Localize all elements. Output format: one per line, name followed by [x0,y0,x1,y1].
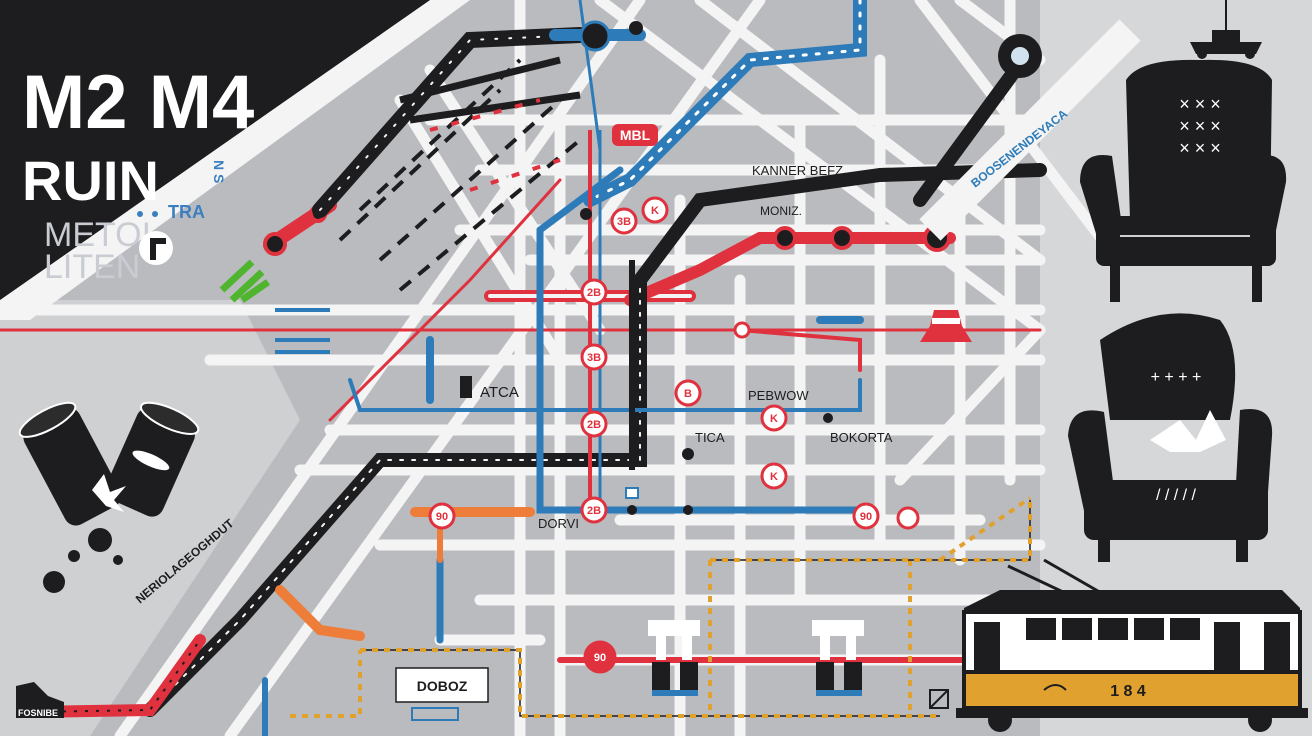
central-trunk [588,130,635,510]
station-badges: 3B K 2B 3B 2B B 2B 90 K K 90 90 [428,196,880,674]
title-line2: RUIN [22,149,159,212]
label-moniz: MONIZ. [760,204,802,218]
title-line1: M2 M4 [22,60,254,145]
doboz-station: DOBOZ [395,667,489,721]
station-badge: B [674,379,702,407]
station-badge-label: 3B [587,352,601,364]
station-badge-label: 90 [594,652,606,664]
platform-pillars [648,620,864,696]
svg-text:/ / / / /: / / / / / [1156,487,1197,504]
label-atca: ATCA [480,384,519,401]
label-dorvi: DORVI [538,516,579,531]
black-line-b [143,163,1047,717]
title-tag: TRA [168,202,205,222]
station-badge: 2B [580,410,608,438]
station-badge-label: K [651,205,659,217]
green-accent [219,259,270,303]
title-line3: METOI [44,216,151,254]
roadblock-icon [920,310,972,342]
station-badge: K [760,462,788,490]
station-badge: 90 [583,640,617,674]
svg-text:× × ×: × × × [1179,94,1221,114]
svg-text:× × ×: × × × [1179,116,1221,136]
camera-icon [579,20,1042,207]
red-line-stops [263,205,951,339]
title-line4: LITEN [44,248,140,286]
station-badge-label: 2B [587,287,601,299]
station-badge: 2B [580,278,608,306]
station-badge-label: B [684,388,692,400]
battery-icon [18,401,122,526]
corner-label: FOSNIBE [18,708,58,718]
tram-icon: 1 8 4 [929,558,1308,732]
station-badge-label: 2B [587,419,601,431]
station-badge: 90 [852,502,880,530]
station-badge-label: 2B [587,505,601,517]
tram-number: 1 8 4 [1110,683,1146,700]
shoe-icon: FOSNIBE [16,682,64,718]
armchair-icon: + + + + / / / / / [1068,313,1273,562]
station-badge: K [641,196,669,224]
black-line-a [312,27,588,218]
line-badge-mbl-text: MBL [620,127,651,143]
label-kanner: KANNER BEFZ [752,163,843,178]
station-badge-label: K [770,471,778,483]
armchair-icon: × × × × × × × × × [1080,59,1287,302]
station-badge: 3B [610,207,638,235]
title-vertical-mark: N S [211,160,227,183]
svg-text:+ + + +: + + + + [1151,369,1202,386]
blue-bars [275,308,330,354]
station-badge: 3B [580,343,608,371]
cable-car-icon [1190,0,1262,59]
station-badge: 90 [428,502,456,530]
small-stops [580,208,920,530]
station-badge-label: 90 [436,511,448,523]
station-badge: K [760,404,788,432]
line-badge-mbl [612,124,658,146]
station-badge-label: K [770,413,778,425]
station-badge-label: 3B [617,216,631,228]
battery-icon [43,401,200,593]
label-bokorta: BOKORTA [830,430,893,445]
station-badge-label: 90 [860,511,872,523]
station-badge: 2B [580,496,608,524]
label-tica: TICA [695,430,725,445]
dashed-rails [338,58,582,292]
label-pebwow: PEBWOW [748,388,809,403]
blue-line [262,0,874,736]
label-doboz: DOBOZ [417,678,468,694]
svg-text:× × ×: × × × [1179,138,1221,158]
